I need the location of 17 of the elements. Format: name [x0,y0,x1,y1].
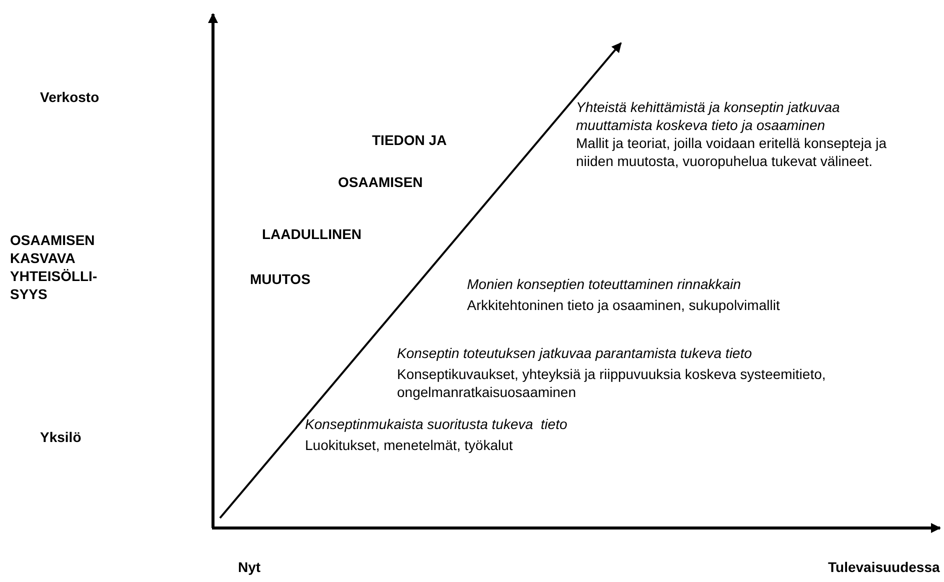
axis-label: Verkosto [40,88,100,106]
description-heading: Konseptinmukaista suoritusta tukeva tieto [305,415,568,433]
description-heading: Konseptin toteutuksen jatkuvaa parantamista tukeva tieto [397,344,752,362]
heading-text: TIEDON JA [372,131,447,149]
axis-label: Yksilö [40,428,82,446]
heading-text: MUUTOS [250,270,310,288]
description-text: Mallit ja teoriat, joilla voidaan eritellä konsepteja ja niiden muutosta, vuoropuhelua tukevat välineet. [576,134,888,170]
description-heading: Yhteistä kehittämistä ja konseptin jatkuvaa muuttamista koskeva tieto ja osaaminen [576,98,841,134]
axis-label: OSAAMISEN KASVAVA YHTEISÖLLI-SYYS [10,231,98,303]
heading-text: LAADULLINEN [262,225,362,243]
description-text: Arkkitehtoninen tieto ja osaaminen, sukupolvimallit [467,296,780,314]
description-heading: Monien konseptien toteuttaminen rinnakkain [467,275,741,293]
description-text: Konseptikuvaukset, yhteyksiä ja riippuvuuksia koskeva systeemitieto, ongelmanratkaisuosaaminen [397,365,827,401]
axis-label: Tulevaisuudessa [828,558,940,576]
axis-label: Nyt [238,558,261,576]
description-text: Luokitukset, menetelmät, työkalut [305,436,513,454]
heading-text: OSAAMISEN [338,173,423,191]
